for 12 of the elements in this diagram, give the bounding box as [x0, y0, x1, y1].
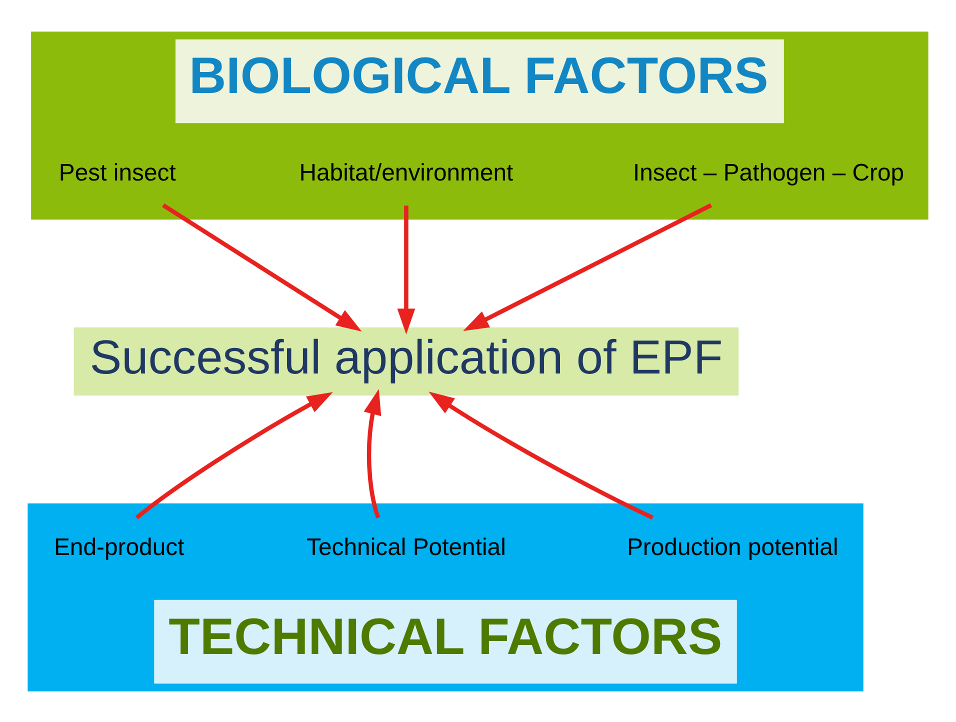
node-text: Insect – Pathogen – Crop [632, 159, 904, 186]
arrow [463, 202, 712, 330]
node-text: Production potential [626, 533, 838, 560]
node-text: Habitat/environment [299, 159, 514, 186]
arrow [135, 392, 333, 519]
node-box: Successful application of EPF [74, 326, 739, 396]
node-text: Technical Potential [306, 533, 506, 560]
arrow [428, 391, 654, 520]
arrow [397, 205, 416, 334]
arrow [162, 202, 362, 331]
node-text: End-product [54, 533, 184, 560]
node-text: Pest insect [58, 159, 176, 186]
